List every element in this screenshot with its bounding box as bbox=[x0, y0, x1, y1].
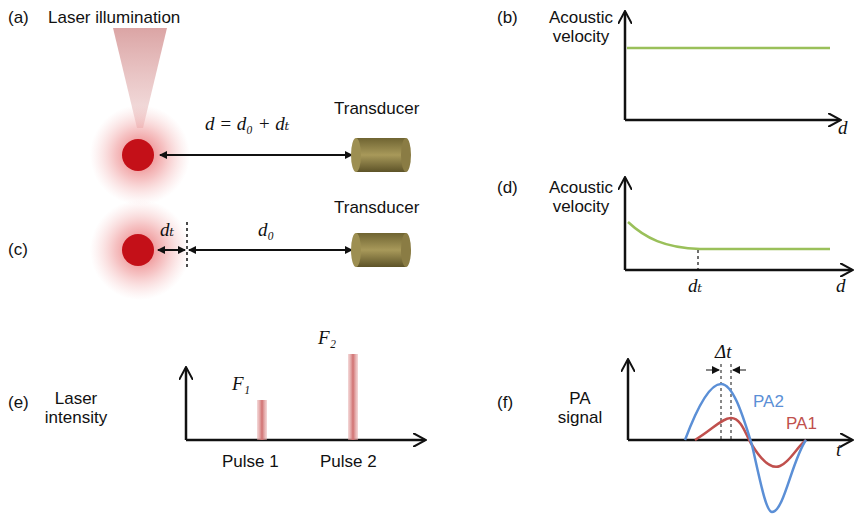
pulse-label: Pulse 1 bbox=[222, 452, 279, 471]
panel-letter: (f) bbox=[497, 393, 513, 412]
panel-letter: (e) bbox=[8, 393, 29, 412]
transducer-label: Transducer bbox=[334, 198, 419, 217]
delay-label: Δt bbox=[715, 342, 731, 361]
axis-label: PA signal bbox=[555, 389, 605, 427]
panel-letter: (c) bbox=[8, 240, 28, 259]
distance-label: dₜ bbox=[688, 276, 702, 295]
axis-label: d bbox=[838, 118, 848, 137]
axis-label: Acoustic velocity bbox=[540, 8, 622, 46]
curve-label: PA2 bbox=[753, 392, 784, 411]
curve-label: PA1 bbox=[786, 414, 817, 433]
axis-label: Acoustic velocity bbox=[540, 178, 622, 216]
pulse-label: Pulse 2 bbox=[320, 452, 377, 471]
distance-label: dₜ bbox=[160, 220, 174, 239]
panel-letter: (b) bbox=[497, 8, 518, 27]
fluence-label: F₂ bbox=[318, 328, 336, 347]
beam-label: Laser illumination bbox=[48, 8, 180, 27]
axis-label: d bbox=[836, 276, 846, 295]
axis-label: t bbox=[836, 440, 841, 459]
panel-letter: (d) bbox=[497, 178, 518, 197]
transducer-label: Transducer bbox=[334, 99, 419, 118]
distance-label: d = d₀ + dₜ bbox=[205, 114, 289, 133]
distance-label: d₀ bbox=[258, 220, 274, 239]
fluence-label: F₁ bbox=[232, 374, 250, 393]
axis-label: Laser intensity bbox=[38, 389, 114, 427]
panel-letter: (a) bbox=[8, 8, 29, 27]
